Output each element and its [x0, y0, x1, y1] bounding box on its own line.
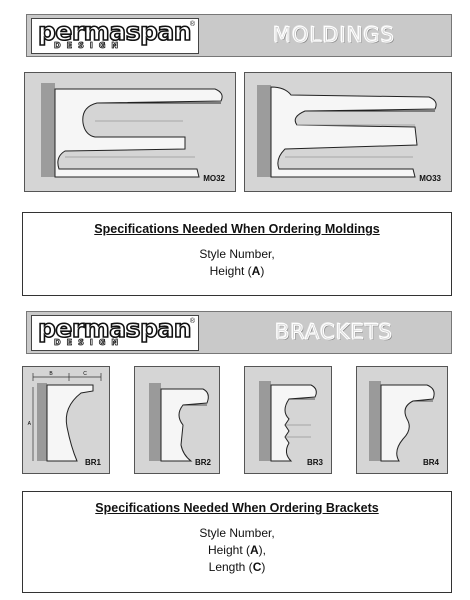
spec-line: Style Number,	[199, 247, 275, 261]
spec-line: Style Number,	[199, 526, 275, 540]
bracket-br3-panel: BR3	[244, 366, 332, 474]
bracket-code: BR3	[306, 458, 323, 467]
logo-wordmark: permaspan	[37, 16, 192, 47]
spec-line: Length (C)	[208, 560, 266, 574]
spec-line: Height (A)	[209, 264, 265, 278]
logo-registered-mark: ®	[189, 21, 195, 28]
brackets-spec-box: Specifications Needed When Ordering Brac…	[22, 491, 452, 593]
moldings-title: MOLDINGS	[272, 23, 396, 48]
svg-text:C: C	[83, 371, 87, 377]
molding-mo33-profile-icon	[257, 85, 437, 178]
molding-mo32-panel: MO32	[24, 72, 236, 192]
bracket-br1-panel: B C A BR1	[22, 366, 110, 474]
permaspan-logo: permaspan ® DESIGN	[31, 16, 199, 54]
logo-subtitle: DESIGN	[54, 338, 125, 348]
logo-wordmark: permaspan	[37, 313, 192, 344]
bracket-code: BR2	[194, 458, 211, 467]
brackets-spec-title: Specifications Needed When Ordering Brac…	[95, 501, 379, 515]
bracket-br2-profile-icon	[149, 383, 209, 462]
logo-subtitle: DESIGN	[54, 41, 125, 51]
permaspan-logo: permaspan ® DESIGN	[31, 313, 199, 351]
bracket-code: BR1	[84, 458, 101, 467]
moldings-spec-box: Specifications Needed When Ordering Mold…	[22, 212, 452, 296]
bracket-br2-panel: BR2	[134, 366, 220, 474]
moldings-spec-title: Specifications Needed When Ordering Mold…	[94, 222, 380, 236]
molding-code: MO32	[203, 174, 225, 183]
bracket-code: BR4	[422, 458, 439, 467]
spec-line: Height (A),	[207, 543, 267, 557]
brackets-banner: permaspan ® DESIGN BRACKETS	[26, 311, 452, 354]
brackets-title: BRACKETS	[274, 320, 393, 345]
bracket-br3-profile-icon	[259, 381, 317, 462]
molding-mo33-panel: MO33	[244, 72, 452, 192]
moldings-banner: permaspan ® DESIGN MOLDINGS	[26, 14, 452, 57]
molding-mo32-profile-icon	[41, 83, 223, 178]
molding-code: MO33	[419, 174, 441, 183]
bracket-br4-panel: BR4	[356, 366, 448, 474]
logo-registered-mark: ®	[189, 318, 195, 325]
svg-text:B: B	[49, 371, 53, 377]
bracket-br4-profile-icon	[369, 381, 435, 462]
bracket-br1-profile-icon: B C A	[28, 371, 102, 462]
svg-text:A: A	[28, 421, 32, 427]
